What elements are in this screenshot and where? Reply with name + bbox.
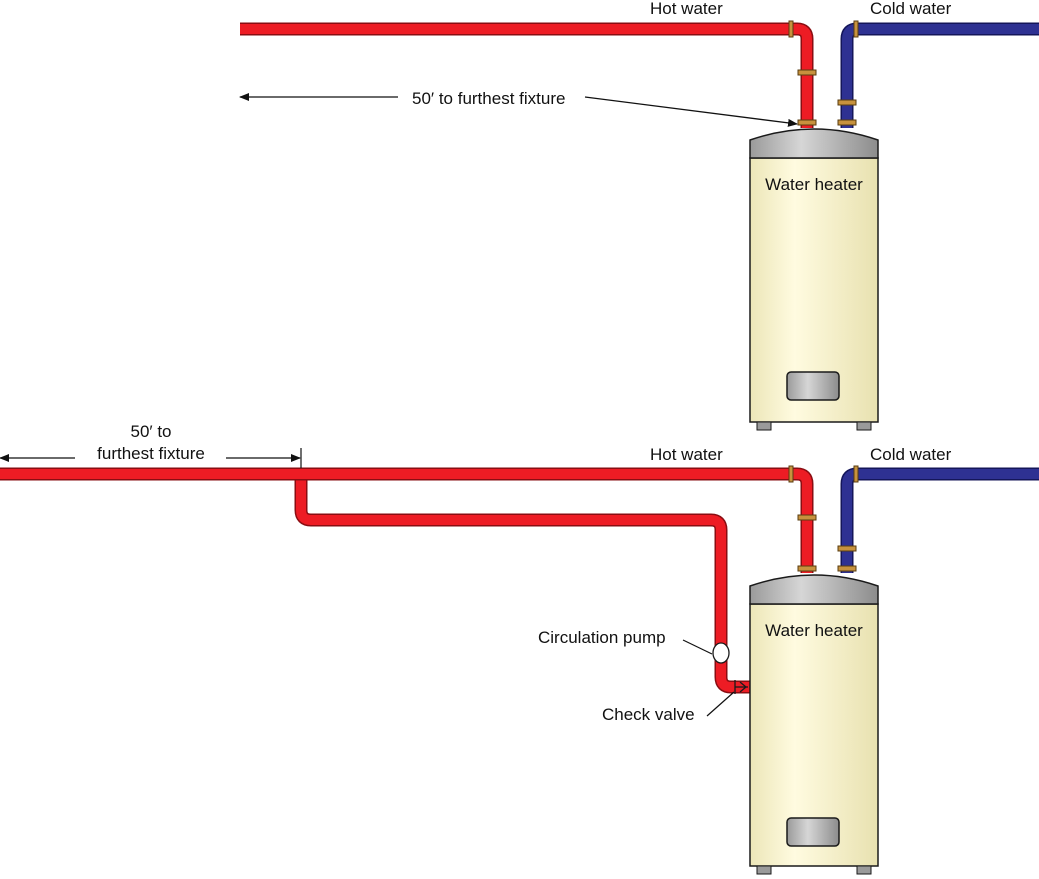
cold-water-label-2: Cold water	[870, 445, 952, 464]
cold-water-label: Cold water	[870, 0, 952, 18]
distance-label-line2: furthest fixture	[97, 444, 205, 463]
check-valve	[734, 680, 748, 694]
tank-foot-left-2	[756, 865, 772, 875]
pipe-fittings-2	[788, 465, 859, 572]
top-diagram: Hot water Cold water 50′ to furthest fix…	[239, 0, 1039, 431]
water-heater-label: Water heater	[765, 175, 863, 194]
pump-leader	[682, 639, 713, 655]
tank-foot-left	[756, 421, 772, 431]
tank-foot-right	[856, 421, 872, 431]
access-panel	[786, 371, 840, 401]
hot-water-label-2: Hot water	[650, 445, 723, 464]
water-heater-tank-2	[749, 574, 879, 875]
water-heater-label-2: Water heater	[765, 621, 863, 640]
recirculation-pipe	[294, 474, 750, 694]
distance-leader	[584, 96, 798, 127]
pipe-fittings	[788, 20, 859, 126]
hot-water-label: Hot water	[650, 0, 723, 18]
circulation-pump-label: Circulation pump	[538, 628, 666, 647]
circulation-pump	[712, 642, 730, 664]
bottom-diagram: 50′ to furthest fixture Hot water Cold w…	[0, 422, 1039, 875]
valve-leader	[706, 691, 735, 717]
hot-water-pipe	[240, 22, 814, 128]
access-panel-2	[786, 817, 840, 847]
check-valve-label: Check valve	[602, 705, 695, 724]
water-heater-tank	[749, 128, 879, 431]
cold-water-pipe	[840, 22, 1039, 128]
distance-label: 50′ to furthest fixture	[412, 89, 565, 108]
tank-foot-right-2	[856, 865, 872, 875]
distance-label-line1: 50′ to	[131, 422, 172, 441]
cold-water-pipe-2	[840, 467, 1039, 573]
